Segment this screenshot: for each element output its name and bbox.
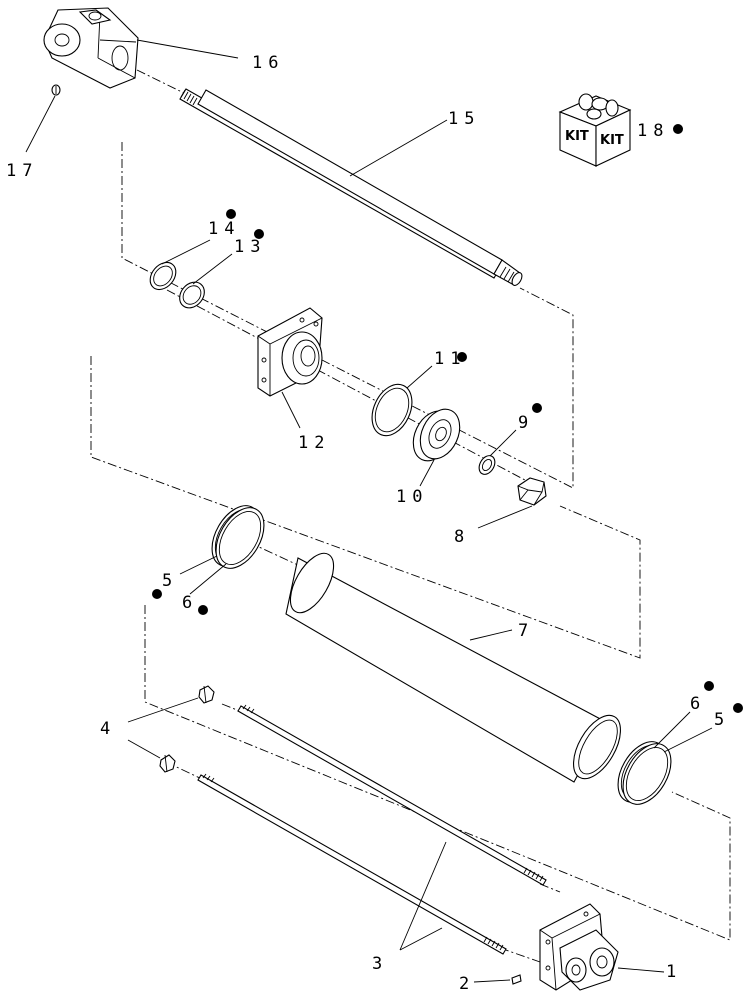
callout-14: 14	[208, 219, 240, 239]
assembly-guide-lines	[90, 69, 731, 963]
kit-marker-dots	[152, 124, 743, 713]
callout-labels: 1 2 3 4 5 6 7 8 9 10 11 12 13 14 15 16 1…	[6, 53, 730, 994]
callout-2: 2	[459, 974, 475, 994]
leader-lines	[25, 39, 713, 983]
filled-dot-icon	[152, 589, 162, 599]
part-12-gland-head	[257, 307, 323, 397]
callout-5-lower: 5	[714, 710, 730, 730]
callout-6-lower: 6	[690, 694, 706, 714]
filled-dot-icon	[704, 681, 714, 691]
part-16-clevis-yoke	[43, 7, 139, 89]
part-17-set-screw	[51, 84, 61, 96]
callout-3: 3	[372, 954, 388, 974]
callout-18: 18	[637, 121, 669, 141]
callout-12: 12	[298, 433, 330, 453]
part-14-seal	[149, 261, 177, 291]
filled-dot-icon	[673, 124, 683, 134]
callout-16: 16	[252, 53, 284, 73]
callout-6-upper: 6	[182, 593, 198, 613]
callout-13: 13	[234, 237, 266, 257]
filled-dot-icon	[198, 605, 208, 615]
callout-4: 4	[100, 719, 116, 739]
filled-dot-icon	[457, 352, 467, 362]
part-7-cylinder-barrel	[285, 552, 621, 783]
callout-7: 7	[518, 621, 534, 641]
part-2-grease-fitting	[511, 974, 522, 985]
part-3-tie-rod-upper	[237, 704, 547, 886]
part-5-seal-lower	[622, 743, 672, 805]
part-1-base-cap	[539, 903, 619, 991]
part-3-tie-rod-lower	[197, 773, 507, 955]
part-10-piston	[412, 408, 461, 462]
callout-10: 10	[396, 487, 428, 507]
filled-dot-icon	[532, 403, 542, 413]
callout-11: 11	[434, 349, 466, 369]
part-8-hex-nut	[517, 477, 547, 506]
kit-box-label-left: KIT	[565, 129, 589, 144]
callout-1: 1	[666, 962, 682, 982]
filled-dot-icon	[226, 209, 236, 219]
part-4-nut-upper	[198, 685, 215, 704]
part-4-nut-lower	[159, 754, 176, 773]
callout-17: 17	[6, 161, 38, 181]
part-13-seal	[179, 281, 205, 309]
callout-9: 9	[518, 413, 534, 433]
kit-box-icon: KIT KIT	[558, 93, 632, 167]
filled-dot-icon	[733, 703, 743, 713]
kit-box-label-right: KIT	[600, 133, 624, 148]
part-15-piston-rod	[179, 88, 523, 286]
callout-8: 8	[454, 527, 470, 547]
callout-5-upper: 5	[162, 571, 178, 591]
part-9-o-ring	[478, 455, 496, 475]
filled-dot-icon	[254, 229, 264, 239]
part-11-o-ring	[371, 383, 413, 437]
callout-15: 15	[448, 109, 480, 129]
